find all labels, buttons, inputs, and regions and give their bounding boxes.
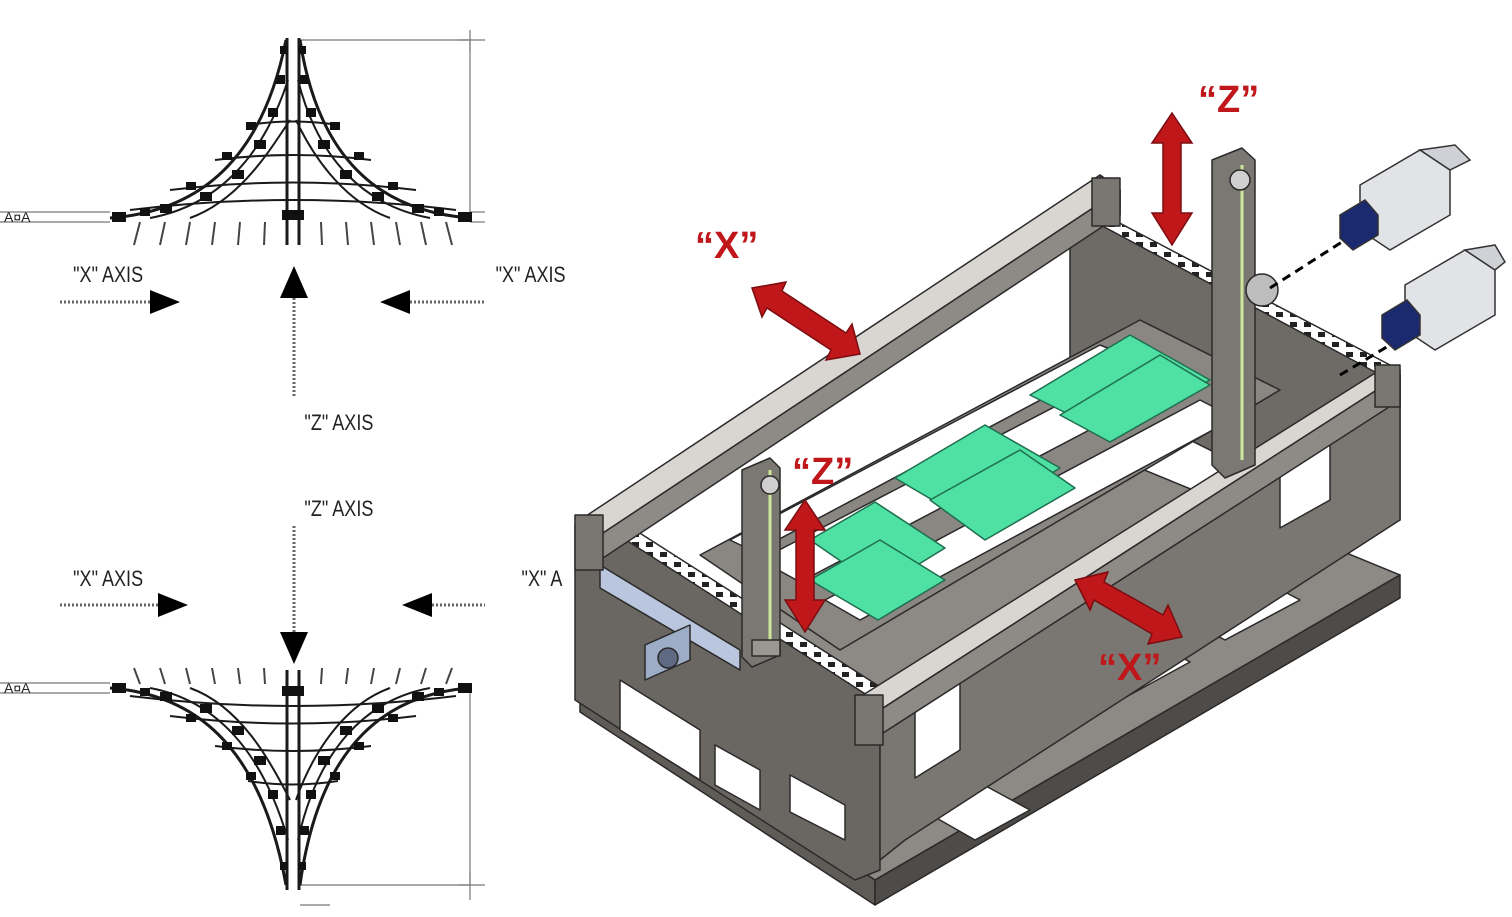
top-x-axis-right-arrowhead: [380, 290, 410, 314]
right-z-column: [1211, 147, 1279, 479]
right-end-block: [1091, 177, 1121, 227]
top-dimension-lines: [0, 30, 485, 223]
top-cable-net: [109, 38, 471, 245]
pcb-boards: [809, 334, 1211, 621]
top-catenary-diagram: A¤A "X" AXIS "X" AXIS "Z" AXIS: [0, 30, 566, 435]
x-left-motion-arrow: [751, 281, 861, 361]
bottom-cable-net: [109, 670, 471, 890]
x-bottom-motion-arrow: [1073, 570, 1184, 646]
front-gantry-rail: [854, 364, 1401, 746]
top-hanger-dashes: [133, 221, 453, 246]
bottom-x-axis-right-label: "X" A: [522, 567, 563, 591]
left-side-wall: [574, 514, 881, 881]
bottom-left-tag: A¤A: [4, 680, 31, 696]
pcb-board: [929, 449, 1076, 541]
motor-upper: [1269, 144, 1472, 290]
z-mid-label: “Z”: [792, 451, 853, 493]
z-top-motion-arrow: [1150, 111, 1194, 247]
left-end-block: [574, 514, 604, 571]
bottom-z-axis-arrowhead: [280, 632, 308, 664]
front-right-end-block: [1374, 364, 1401, 408]
top-z-axis-arrowhead: [280, 266, 308, 298]
front-end-block: [854, 694, 884, 746]
bottom-node-blocks: [112, 683, 472, 870]
bottom-x-axis-left-arrowhead: [158, 593, 188, 617]
z-mid-motion-arrow: [783, 498, 827, 634]
bottom-x-axis-left-label: "X" AXIS: [73, 567, 143, 591]
top-node-blocks: [112, 46, 472, 222]
motor-lower: [1339, 244, 1506, 377]
motor-lower-dashed-line: [1339, 340, 1396, 377]
bottom-catenary-diagram: "Z" AXIS "X" AXIS "X" A: [0, 497, 563, 906]
top-x-axis-left-arrowhead: [150, 290, 180, 314]
bottom-dimension-lines: [0, 682, 485, 906]
x-bottom-label: “X”: [1098, 647, 1161, 689]
bottom-z-axis-label: "Z" AXIS: [304, 497, 373, 521]
z-top-label: “Z”: [1198, 79, 1259, 121]
left-z-column: [741, 457, 781, 668]
top-left-tag: A¤A: [4, 209, 31, 225]
top-x-axis-left-label: "X" AXIS: [73, 263, 143, 287]
x-left-label: “X”: [695, 225, 758, 267]
top-x-axis-right-label: "X" AXIS: [496, 263, 566, 287]
motor-upper-dashed-line: [1269, 238, 1346, 290]
pcb-board: [1059, 354, 1211, 443]
pcb-board: [809, 539, 946, 621]
bottom-x-axis-right-arrowhead: [402, 593, 432, 617]
bottom-hanger-dashes: [133, 667, 453, 685]
top-z-axis-label: "Z" AXIS: [304, 411, 373, 435]
left-drive-housing: [644, 624, 691, 681]
